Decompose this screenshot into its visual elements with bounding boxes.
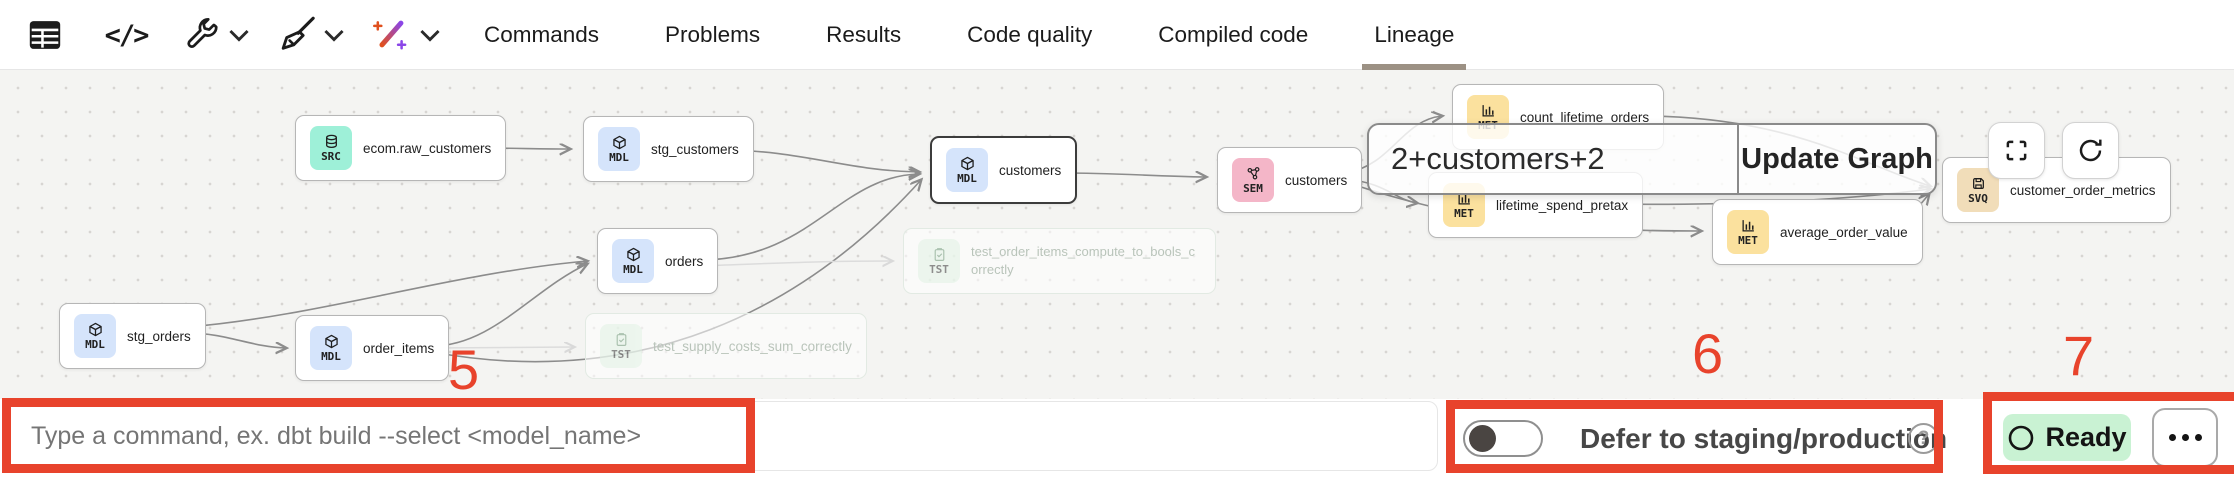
defer-toggle[interactable]	[1463, 420, 1543, 457]
node-label: stg_orders	[127, 328, 191, 344]
status-circle-icon	[2007, 424, 2035, 452]
ellipsis-icon	[2181, 434, 2189, 441]
lineage-node-model[interactable]: MDL stg_orders	[59, 303, 206, 369]
badge-label: MDL	[957, 171, 977, 185]
lineage-node-model[interactable]: MDL stg_customers	[583, 116, 754, 182]
badge-label: MDL	[85, 337, 105, 351]
help-icon[interactable]: ?	[1908, 423, 1939, 454]
test-clipboard-icon	[932, 247, 947, 262]
refresh-icon	[2076, 136, 2105, 165]
fullscreen-icon	[2003, 137, 2030, 164]
node-label: customer_order_metrics	[2010, 182, 2156, 198]
fullscreen-button[interactable]	[1988, 122, 2045, 179]
badge-label: MET	[1454, 206, 1474, 220]
table-icon[interactable]	[26, 16, 64, 54]
database-icon	[324, 134, 339, 149]
tab-strip: Commands Problems Results Code quality C…	[484, 0, 1467, 70]
wrench-icon[interactable]	[183, 16, 221, 54]
graph-selector: 2+customers+2 Update Graph	[1367, 123, 1937, 195]
node-label: count_lifetime_orders	[1520, 109, 1650, 125]
tab-compiled-code[interactable]: Compiled code	[1158, 22, 1309, 47]
lineage-node-test[interactable]: TST test_order_items_compute_to_bools_co…	[903, 228, 1216, 294]
badge-label: MET	[1738, 233, 1758, 247]
node-label: stg_customers	[651, 141, 739, 157]
tab-code-quality[interactable]: Code quality	[967, 22, 1093, 47]
tab-problems[interactable]: Problems	[665, 22, 761, 47]
node-label: test_order_items_compute_to_bools_correc…	[971, 243, 1196, 277]
command-input[interactable]	[8, 401, 1438, 471]
lineage-node-saved-query[interactable]: SVQ customer_order_metrics	[1942, 157, 2171, 223]
more-options-button[interactable]	[2152, 408, 2218, 467]
metric-chart-icon	[1481, 103, 1496, 118]
ready-label: Ready	[2045, 422, 2127, 452]
defer-label: Defer to staging/production	[1580, 422, 1948, 454]
lineage-canvas[interactable]: SRC ecom.raw_customers MDL stg_customers…	[0, 70, 2234, 399]
metric-chart-icon	[1457, 191, 1472, 206]
badge-label: TST	[929, 262, 949, 276]
lineage-node-model-selected[interactable]: MDL customers	[930, 136, 1078, 204]
selector-divider	[1736, 125, 1739, 193]
badge-label: SRC	[321, 149, 341, 163]
node-label: order_items	[363, 340, 435, 356]
node-label: test_supply_costs_sum_correctly	[653, 338, 852, 354]
badge-label: TST	[611, 347, 631, 361]
update-graph-button[interactable]: Update Graph	[1741, 142, 1933, 175]
lineage-node-model[interactable]: MDL orders	[597, 228, 719, 294]
chevron-down-icon[interactable]	[324, 29, 344, 43]
tab-bar: </>	[0, 0, 2234, 70]
magic-wand-icon[interactable]	[368, 14, 410, 56]
lineage-node-semantic[interactable]: SEM customers	[1217, 147, 1363, 213]
cube-icon	[626, 247, 641, 262]
toggle-knob	[1469, 425, 1496, 452]
cube-icon	[88, 322, 103, 337]
cube-icon	[324, 334, 339, 349]
tab-lineage[interactable]: Lineage	[1362, 0, 1467, 70]
chevron-down-icon[interactable]	[229, 29, 249, 43]
badge-label: SEM	[1243, 181, 1263, 195]
badge-label: MDL	[609, 150, 629, 164]
test-clipboard-icon	[614, 332, 629, 347]
saved-query-icon	[1971, 176, 1986, 191]
tab-commands[interactable]: Commands	[484, 22, 600, 47]
badge-label: MDL	[623, 262, 643, 276]
lineage-node-source[interactable]: SRC ecom.raw_customers	[295, 115, 507, 181]
refresh-button[interactable]	[2062, 122, 2119, 179]
lineage-node-metric[interactable]: MET average_order_value	[1712, 199, 1923, 265]
node-label: customers	[999, 162, 1062, 178]
node-label: ecom.raw_customers	[363, 140, 492, 156]
metric-chart-icon	[1741, 218, 1756, 233]
semantic-model-icon	[1246, 166, 1261, 181]
cube-icon	[960, 156, 975, 171]
node-label: orders	[665, 253, 704, 269]
badge-label: MDL	[321, 349, 341, 363]
badge-label: SVQ	[1968, 191, 1988, 205]
broom-icon[interactable]	[276, 14, 316, 54]
node-label: customers	[1285, 172, 1348, 188]
lineage-node-model[interactable]: MDL order_items	[295, 315, 450, 381]
chevron-down-icon[interactable]	[420, 29, 440, 43]
lineage-node-test[interactable]: TST test_supply_costs_sum_correctly	[585, 313, 867, 379]
code-icon[interactable]: </>	[104, 19, 150, 51]
cube-icon	[612, 135, 627, 150]
tab-results[interactable]: Results	[826, 22, 902, 47]
node-label: lifetime_spend_pretax	[1496, 197, 1629, 213]
status-bar: Defer to staging/production ? Ready	[0, 399, 2234, 478]
selector-input[interactable]: 2+customers+2	[1391, 141, 1605, 176]
ready-status-button[interactable]: Ready	[2003, 414, 2131, 461]
node-label: average_order_value	[1780, 224, 1908, 240]
